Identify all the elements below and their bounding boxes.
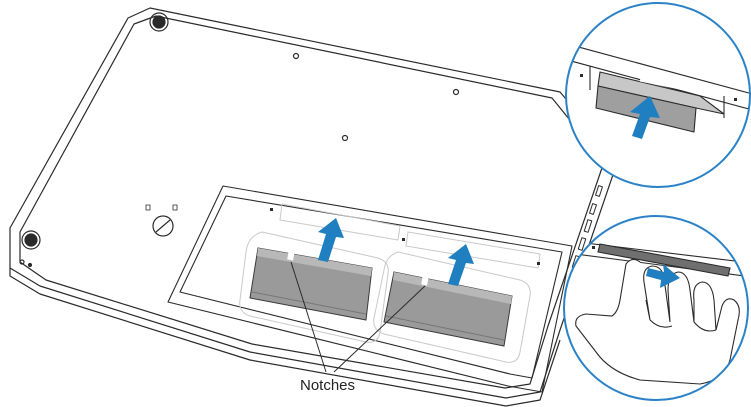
case-side-edge xyxy=(9,268,561,407)
slot-connector-left xyxy=(279,203,401,241)
screw-hole xyxy=(452,88,460,96)
hand-icon xyxy=(575,258,740,385)
foot-bottom-left-inner xyxy=(24,233,38,247)
insert-arrow-left xyxy=(318,218,344,262)
bay-outer xyxy=(167,185,573,393)
battery-latch-icon xyxy=(152,215,174,237)
notch-leader-lines xyxy=(290,261,426,373)
case-outline xyxy=(9,7,619,399)
foot-top-left-inner xyxy=(152,15,166,29)
laptop-bottom-case xyxy=(9,7,619,407)
push-arrow-up xyxy=(630,96,660,139)
foot-bottom-left xyxy=(21,230,41,250)
push-arrow-right xyxy=(646,264,680,288)
memory-card-left xyxy=(249,247,373,321)
screw-hole xyxy=(292,52,300,60)
memory-card-right xyxy=(383,271,513,347)
indicator-dot xyxy=(27,262,33,268)
slot-well-right xyxy=(373,251,531,363)
notches-label: Notches xyxy=(300,377,355,394)
indicator-dot xyxy=(19,259,25,265)
screw-hole xyxy=(341,134,349,142)
callout-hand-detail xyxy=(563,215,749,401)
slot-connector-right xyxy=(405,231,541,269)
insert-arrow-right xyxy=(448,244,474,286)
foot-top-left xyxy=(149,12,169,32)
callout-latch-detail xyxy=(565,2,751,188)
bay-inner xyxy=(179,195,563,379)
